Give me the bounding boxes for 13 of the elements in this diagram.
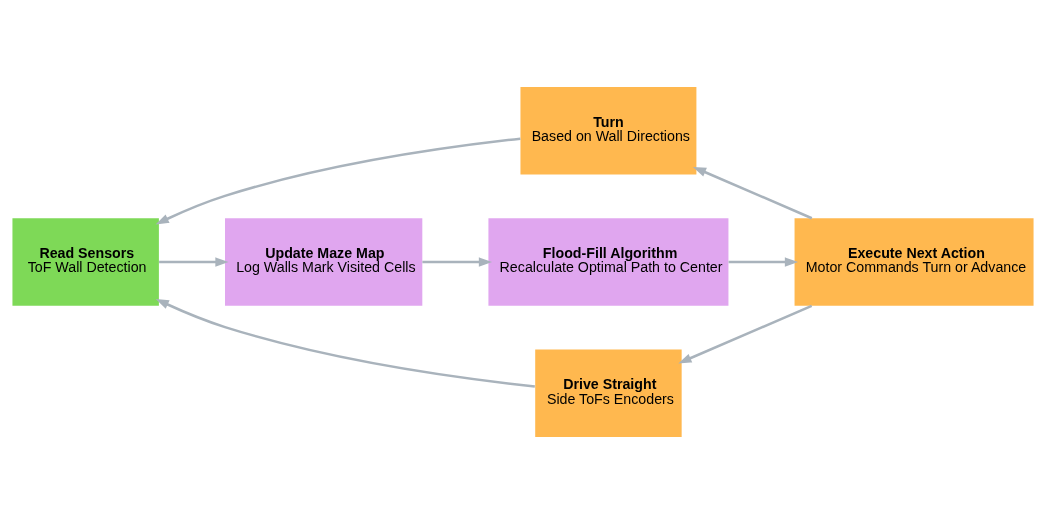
- arrow: [678, 304, 813, 364]
- arrow: [159, 257, 229, 267]
- arrow: [692, 166, 813, 220]
- node-box: Update Maze Map Log Walls Mark Visited Cells: [225, 218, 423, 306]
- node-box: Drive Straight Side ToFs Encoders: [535, 349, 682, 437]
- arrow: [422, 257, 493, 267]
- node-box: Execute Next Action Motor Commands Turn or Advance: [794, 218, 1034, 306]
- node-box: Flood-Fill Algorithm Recalculate Optimal Path to Center: [488, 218, 729, 306]
- node-box: Read Sensors ToF Wall Detection: [12, 218, 159, 306]
- arrow: [155, 298, 535, 388]
- node-box: Turn Based on Wall Directions: [520, 87, 697, 175]
- arrow: [728, 257, 799, 267]
- arrow: [155, 137, 521, 225]
